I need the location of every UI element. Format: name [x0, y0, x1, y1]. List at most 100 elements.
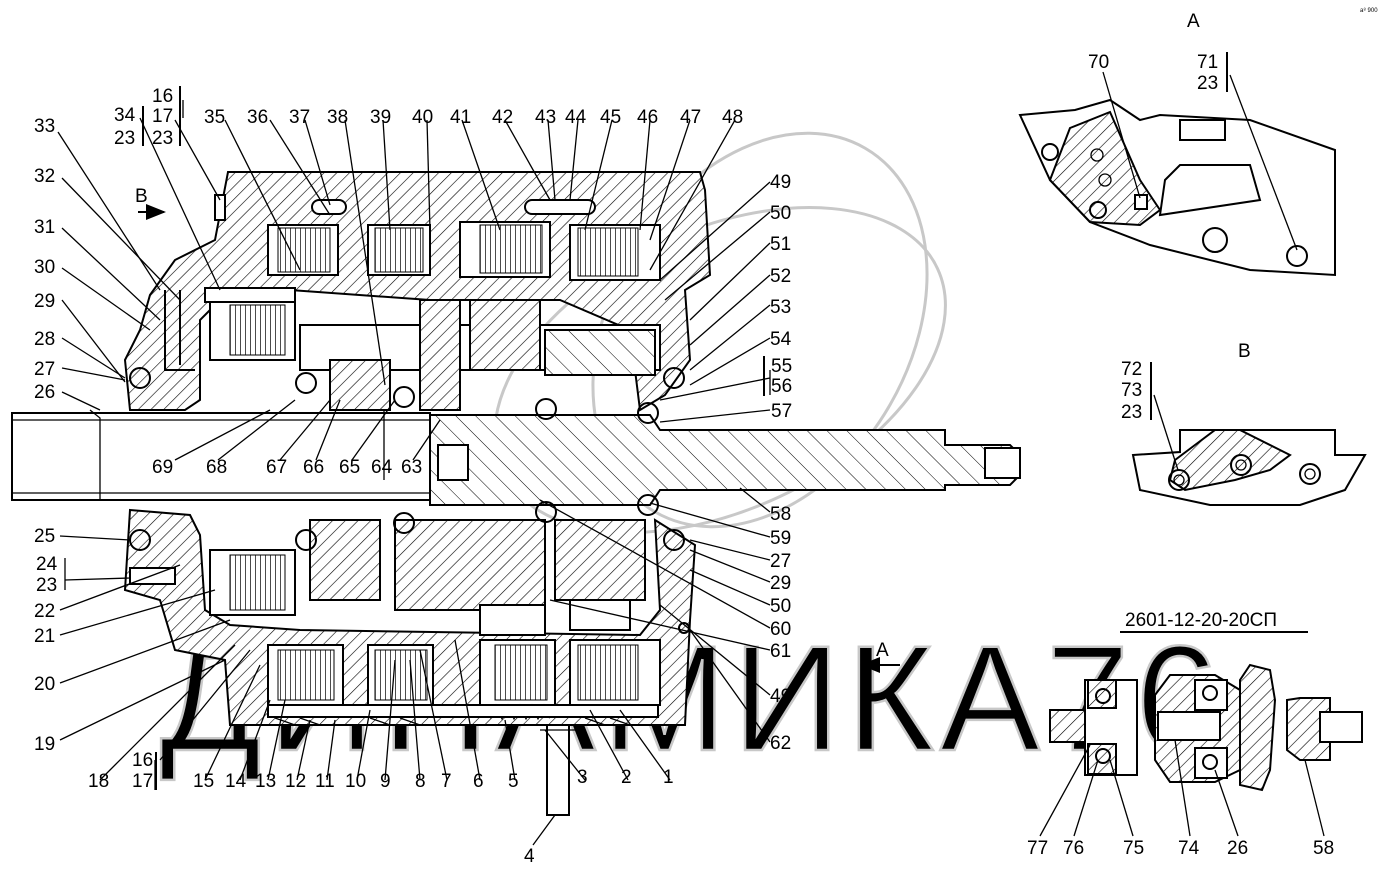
- labels-left: 32 31 30 29 28 27 26 25 24 23 22 21 20 1…: [34, 166, 58, 755]
- label-56: 56: [771, 376, 792, 397]
- label-23b: 23: [152, 128, 173, 149]
- label-17: 17: [152, 106, 173, 127]
- label-22: 22: [34, 601, 55, 622]
- label-18: 18: [88, 771, 109, 792]
- label-52: 52: [770, 266, 791, 287]
- view-a-label-71: 71: [1197, 52, 1218, 73]
- label-37: 37: [289, 107, 310, 128]
- label-29b: 29: [770, 573, 791, 594]
- label-68: 68: [206, 457, 227, 478]
- label-66: 66: [303, 457, 324, 478]
- label-34: 34: [114, 105, 136, 126]
- label-49a: 49: [770, 172, 791, 193]
- label-24: 24: [36, 554, 58, 575]
- label-58: 58: [770, 504, 791, 525]
- label-21: 21: [34, 626, 55, 647]
- label-27b: 27: [770, 551, 791, 572]
- bearings: [129, 367, 690, 634]
- label-19: 19: [34, 734, 55, 755]
- labels-top: 33 34 23 16 17 23 35 36 37 38 39 40 41 4…: [34, 86, 743, 149]
- view-b: B 72 73 23: [1121, 341, 1367, 506]
- label-38: 38: [327, 107, 348, 128]
- main-section-view: B A: [11, 171, 1021, 816]
- detail-label-26: 26: [1227, 838, 1248, 859]
- label-55: 55: [771, 356, 792, 377]
- label-65: 65: [339, 457, 360, 478]
- label-17b: 17: [132, 771, 153, 792]
- label-69: 69: [152, 457, 173, 478]
- label-32: 32: [34, 166, 55, 187]
- label-12: 12: [285, 771, 306, 792]
- label-42: 42: [492, 107, 513, 128]
- label-28: 28: [34, 329, 55, 350]
- label-16: 16: [152, 86, 173, 107]
- arrow-a-label: A: [876, 640, 889, 661]
- detail-label-74: 74: [1178, 838, 1200, 859]
- label-35: 35: [204, 107, 225, 128]
- label-6: 6: [473, 771, 484, 792]
- label-63: 63: [401, 457, 422, 478]
- label-36: 36: [247, 107, 268, 128]
- label-61: 61: [770, 641, 791, 662]
- label-44: 44: [565, 107, 587, 128]
- detail-title: 2601-12-20-20СП: [1125, 610, 1277, 631]
- label-29a: 29: [34, 291, 55, 312]
- label-62: 62: [770, 733, 791, 754]
- label-45: 45: [600, 107, 621, 128]
- label-33: 33: [34, 116, 55, 137]
- labels-bottom: 18 16 17 15 14 13 12 11 10 9 8 7 6 5 3 2…: [88, 750, 674, 867]
- corner-stamp: а⁸ 900: [1360, 7, 1378, 14]
- label-10: 10: [345, 771, 366, 792]
- view-b-label-23: 23: [1121, 402, 1142, 423]
- view-a-title: A: [1187, 11, 1200, 32]
- label-4: 4: [524, 846, 535, 867]
- label-40: 40: [412, 107, 433, 128]
- label-64: 64: [371, 457, 393, 478]
- view-a-label-70: 70: [1088, 52, 1109, 73]
- label-14: 14: [225, 771, 247, 792]
- label-57: 57: [771, 401, 792, 422]
- label-13: 13: [255, 771, 276, 792]
- detail-label-77: 77: [1027, 838, 1048, 859]
- labels-inner: 69 68 67 66 65 64 63: [152, 457, 422, 478]
- view-b-title: B: [1238, 341, 1251, 362]
- label-60: 60: [770, 619, 791, 640]
- view-b-label-73: 73: [1121, 380, 1142, 401]
- detail-label-75: 75: [1123, 838, 1144, 859]
- label-20: 20: [34, 674, 55, 695]
- label-39: 39: [370, 107, 391, 128]
- label-26a: 26: [34, 382, 55, 403]
- label-41: 41: [450, 107, 471, 128]
- label-25: 25: [34, 526, 55, 547]
- label-11: 11: [315, 771, 335, 792]
- view-a: A 70 71 23: [1018, 11, 1336, 277]
- label-53: 53: [770, 297, 791, 318]
- label-1: 1: [663, 767, 674, 788]
- label-51: 51: [770, 234, 791, 255]
- label-23a: 23: [114, 128, 135, 149]
- label-50b: 50: [770, 596, 791, 617]
- label-9: 9: [380, 771, 391, 792]
- detail-label-76: 76: [1063, 838, 1084, 859]
- detail-label-58: 58: [1313, 838, 1334, 859]
- label-43: 43: [535, 107, 556, 128]
- label-23c: 23: [36, 575, 57, 596]
- labels-right: 49 50 51 52 53 54 55 56 57 58 59 27 29 5…: [763, 172, 792, 754]
- arrow-b-label: B: [135, 186, 148, 207]
- label-49b: 49: [770, 686, 791, 707]
- label-3: 3: [577, 767, 588, 788]
- label-46: 46: [637, 107, 658, 128]
- label-5: 5: [508, 771, 519, 792]
- label-67: 67: [266, 457, 287, 478]
- label-47: 47: [680, 107, 701, 128]
- label-2: 2: [621, 767, 632, 788]
- label-48: 48: [722, 107, 743, 128]
- label-16b: 16: [132, 750, 153, 771]
- label-50a: 50: [770, 203, 791, 224]
- label-30: 30: [34, 257, 55, 278]
- label-54: 54: [770, 329, 792, 350]
- detail-view: 2601-12-20-20СП 77 76 75 74 26 58: [1027, 610, 1363, 859]
- label-27a: 27: [34, 359, 55, 380]
- label-7: 7: [441, 771, 452, 792]
